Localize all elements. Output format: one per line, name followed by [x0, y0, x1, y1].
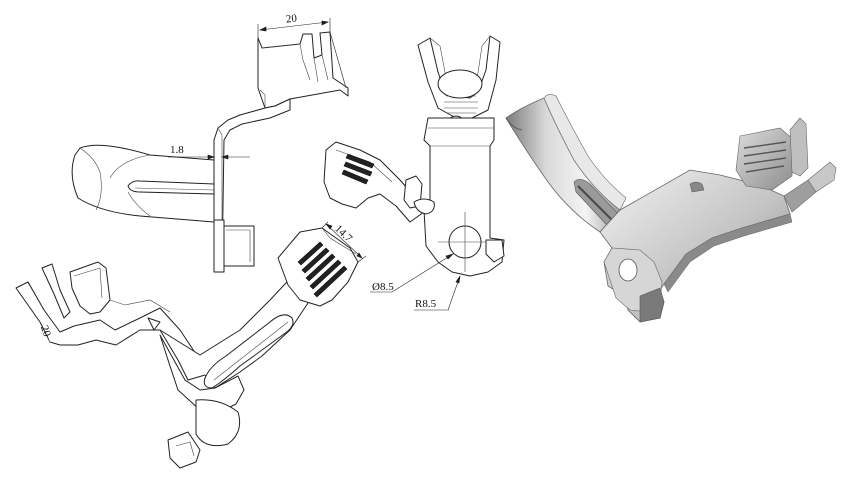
dim-hole: Ø8.5 R8.5 [370, 253, 461, 311]
dim-label-hole-diameter: Ø8.5 [372, 281, 394, 293]
dim-label-thickness: 1.8 [170, 144, 184, 156]
render-view [505, 94, 837, 323]
dim-label-radius: R8.5 [415, 298, 437, 310]
isometric-view: 20 [15, 227, 359, 469]
side-view [71, 31, 349, 273]
dim-thickness: 1.8 [168, 144, 250, 160]
dim-label-width-top: 20 [285, 12, 298, 25]
dim-width-top: 20 [257, 12, 347, 89]
front-view [323, 35, 505, 277]
svg-text:20: 20 [38, 324, 53, 339]
